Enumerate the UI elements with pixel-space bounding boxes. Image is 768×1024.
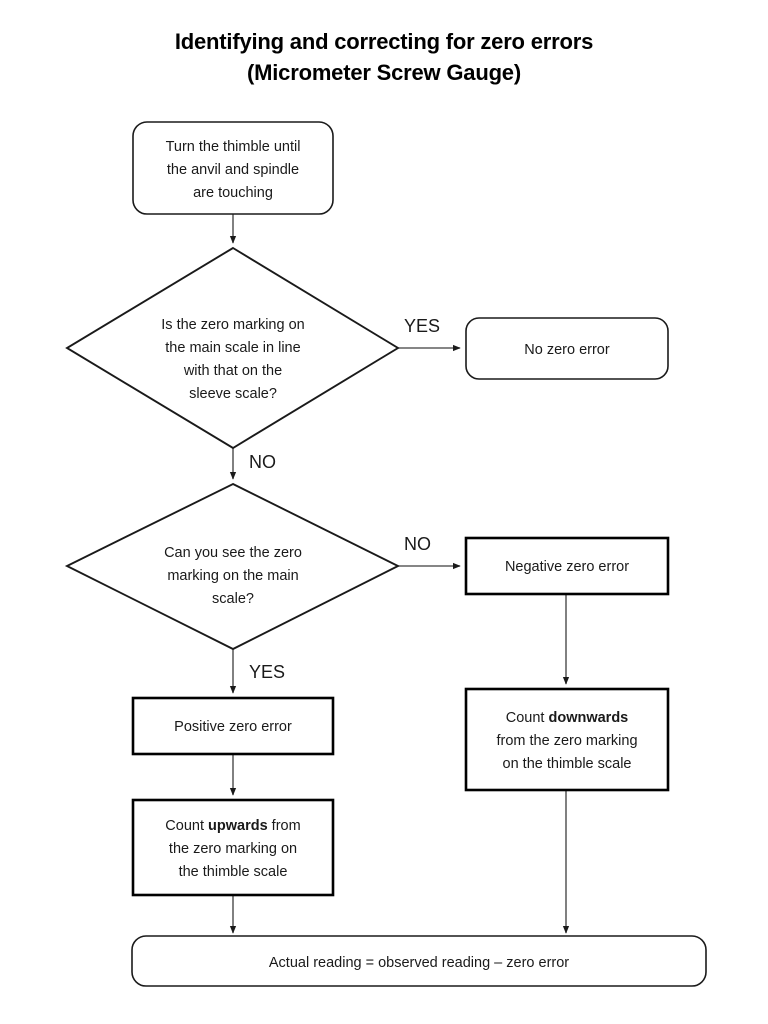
node-start-line-1: Turn the thimble until bbox=[166, 139, 301, 155]
page-title: Identifying and correcting for zero erro… bbox=[0, 26, 768, 88]
title-line-1: Identifying and correcting for zero erro… bbox=[174, 29, 594, 54]
node-count-downwards-line-1: Count downwards bbox=[506, 710, 629, 726]
node-decision2-line-2: marking on the main bbox=[167, 568, 298, 584]
node-result[interactable] bbox=[131, 935, 707, 987]
node-decision1-line-4: sleeve scale? bbox=[189, 386, 277, 402]
node-negative-zero-error[interactable] bbox=[464, 536, 670, 596]
edge-label-yes-2: YES bbox=[249, 662, 285, 682]
edge-label-no-2: NO bbox=[404, 534, 431, 554]
node-start[interactable] bbox=[132, 121, 334, 215]
node-count-downwards-line-3: on the thimble scale bbox=[503, 756, 632, 772]
node-decision2-line-1: Can you see the zero bbox=[164, 545, 302, 561]
node-count-upwards[interactable] bbox=[131, 798, 335, 897]
node-positive-zero-error-label: Positive zero error bbox=[174, 719, 292, 735]
node-count-upwards-line-2: the zero marking on bbox=[169, 841, 297, 857]
node-count-downwards-line-2: from the zero marking bbox=[496, 733, 637, 749]
node-no-zero-error-label: No zero error bbox=[524, 342, 610, 358]
node-decision1-line-2: the main scale in line bbox=[165, 340, 300, 356]
edge-label-yes-1: YES bbox=[404, 316, 440, 336]
node-count-upwards-line-3: the thimble scale bbox=[179, 864, 288, 880]
node-no-zero-error[interactable] bbox=[465, 317, 669, 380]
node-start-line-2: the anvil and spindle bbox=[167, 162, 299, 178]
node-positive-zero-error[interactable] bbox=[131, 696, 335, 756]
node-negative-zero-error-label: Negative zero error bbox=[505, 559, 629, 575]
node-decision1-line-1: Is the zero marking on bbox=[161, 317, 304, 333]
node-decision-can-you-see-zero-marking[interactable] bbox=[64, 482, 401, 651]
node-start-line-3: are touching bbox=[193, 185, 273, 201]
edge-label-no-1: NO bbox=[249, 452, 276, 472]
node-decision1-line-3: with that on the bbox=[183, 363, 282, 379]
title-line-2: (Micrometer Screw Gauge) bbox=[247, 60, 521, 85]
node-decision2-line-3: scale? bbox=[212, 591, 254, 607]
node-decision-zero-marking-in-line[interactable] bbox=[65, 246, 400, 450]
node-result-label: Actual reading = observed reading – zero… bbox=[269, 955, 569, 971]
node-count-downwards[interactable] bbox=[464, 687, 670, 792]
node-count-upwards-line-1: Count upwards from bbox=[165, 818, 300, 834]
